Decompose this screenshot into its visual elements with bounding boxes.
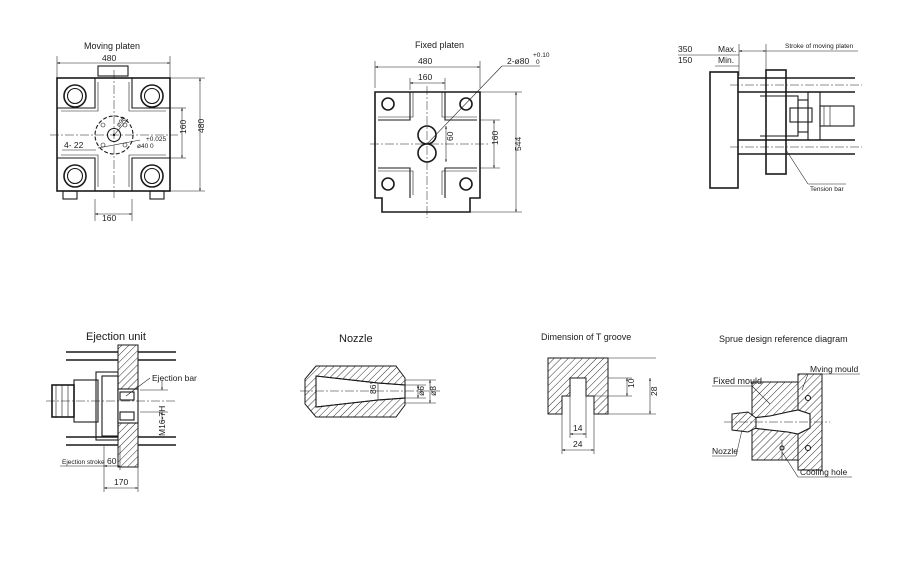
t-groove-title: Dimension of T groove <box>541 332 631 342</box>
nozzle-angle: 86° <box>368 381 378 394</box>
ejection-bar-label: Ejection bar <box>152 373 197 383</box>
stroke-max-value: 350 <box>678 44 692 54</box>
sprue-cooling-hole-label: Cooling hole <box>800 467 848 477</box>
moving-platen-bore: ø40 <box>137 143 149 150</box>
moving-platen-bore-tol-low: 0 <box>150 143 154 150</box>
nozzle-title: Nozzle <box>339 333 373 345</box>
stroke-side-view: 350 Max. 150 Min. Stroke of moving plate… <box>678 43 862 193</box>
t-groove-dim-28: 28 <box>649 386 659 396</box>
fixed-platen-height: 544 <box>513 137 523 151</box>
moving-platen-width: 480 <box>102 53 116 63</box>
stroke-max-label: Max. <box>718 44 736 54</box>
t-groove-drawing: Dimension of T groove 10 28 14 24 <box>541 332 659 454</box>
ejection-stroke-label: Ejection stroke <box>62 459 105 466</box>
fixed-platen-width: 480 <box>418 56 432 66</box>
fixed-platen-slot: 60 <box>445 131 455 141</box>
sprue-title: Sprue design reference diagram <box>719 334 848 344</box>
t-groove-dim-10: 10 <box>626 378 636 388</box>
t-groove-dim-14: 14 <box>573 423 583 433</box>
nozzle-drawing: Nozzle 86° ø6 ø8 <box>300 333 440 418</box>
t-groove-dim-24: 24 <box>573 439 583 449</box>
moving-platen-tie-holes <box>63 84 164 188</box>
fixed-platen-bores-tol-low: 0 <box>536 59 540 66</box>
ejection-stroke-value: 60 <box>107 456 117 466</box>
sprue-fixed-mould-label: Fixed mould <box>713 376 762 386</box>
fixed-platen-inner-width: 160 <box>418 72 432 82</box>
fixed-platen-tie-holes <box>381 97 473 191</box>
stroke-min-value: 150 <box>678 55 692 65</box>
ejection-dim-170: 170 <box>114 477 128 487</box>
tension-bar-label: Tension bar <box>810 186 844 193</box>
fixed-platen-bores-tol: +0.10 <box>533 52 550 59</box>
moving-platen-drawing: Moving platen 480 ø90 ø40 +0.025 <box>50 41 206 223</box>
moving-platen-bottom-width: 160 <box>102 213 116 223</box>
moving-platen-inner-height: 160 <box>178 120 188 134</box>
fixed-platen-bores: 2-ø80 <box>507 56 529 66</box>
nozzle-d8: ø8 <box>428 386 438 396</box>
nozzle-d6: ø6 <box>416 386 426 396</box>
fixed-platen-title: Fixed platen <box>415 40 464 50</box>
sprue-nozzle-label: Nozzle <box>712 446 738 456</box>
moving-platen-title: Moving platen <box>84 41 140 51</box>
sprue-moving-mould-label: Mving mould <box>810 364 858 374</box>
ejection-unit-drawing: Ejection unit Ejection bar M16-7 <box>46 331 197 492</box>
stroke-label: Stroke of moving platen <box>785 43 854 50</box>
moving-platen-height: 480 <box>196 119 206 133</box>
moving-platen-bore-tol: +0.025 <box>146 136 166 143</box>
moving-platen-holes: 4- 22 <box>64 140 84 150</box>
sprue-reference-drawing: Sprue design reference diagram Fixed mou… <box>712 334 860 478</box>
ejection-unit-title: Ejection unit <box>86 331 146 343</box>
ejection-thread-label: M16-7H <box>157 406 167 436</box>
fixed-platen-drawing: Fixed platen 480 160 60 2-ø80 +0 <box>370 40 550 218</box>
fixed-platen-inner-height: 160 <box>490 131 500 145</box>
stroke-min-label: Min. <box>718 55 734 65</box>
